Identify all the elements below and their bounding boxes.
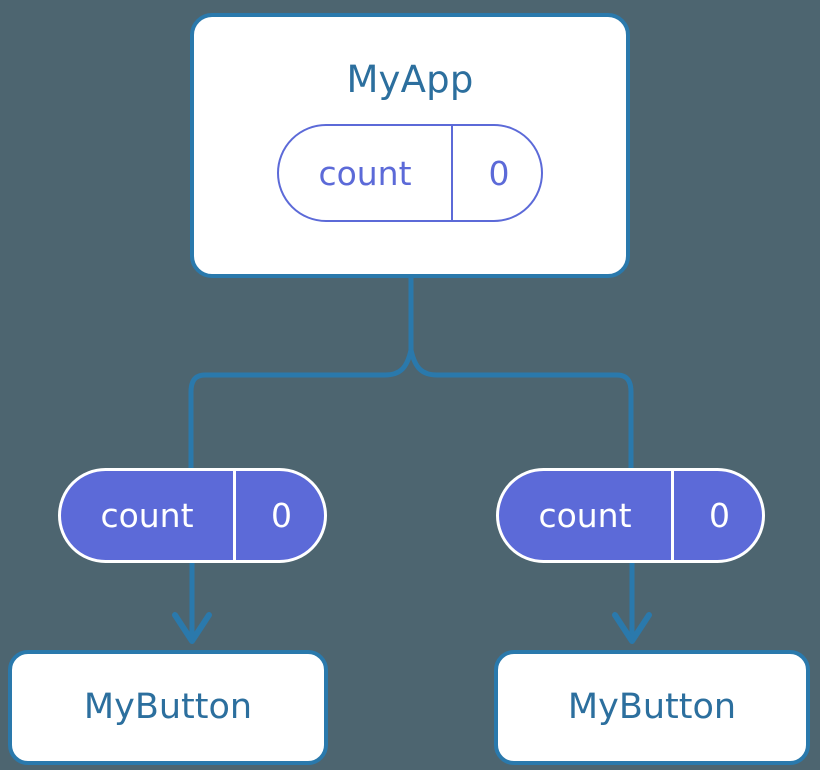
state-pill-value: 0 [233,471,324,560]
node-myapp[interactable]: MyApp count 0 [190,13,630,278]
connector-elbow-right [408,349,634,468]
node-mybutton-right[interactable]: MyButton [494,650,810,765]
node-mybutton-right-label: MyButton [567,687,737,727]
node-mybutton-left-label: MyButton [83,687,253,727]
state-pill-branch-left[interactable]: count 0 [58,468,327,563]
node-myapp-label: MyApp [346,58,474,101]
state-pill-value: 0 [451,126,541,220]
state-pill-key: count [100,496,194,535]
arrow-head-right-icon [612,612,652,644]
state-pill-value: 0 [671,471,762,560]
connector-elbow-left [188,349,414,468]
state-pill-myapp[interactable]: count 0 [277,124,543,222]
state-pill-key: count [538,496,632,535]
state-pill-key: count [318,153,412,193]
arrow-head-left-icon [172,612,212,644]
state-pill-branch-right[interactable]: count 0 [496,468,765,563]
node-mybutton-left[interactable]: MyButton [8,650,328,765]
